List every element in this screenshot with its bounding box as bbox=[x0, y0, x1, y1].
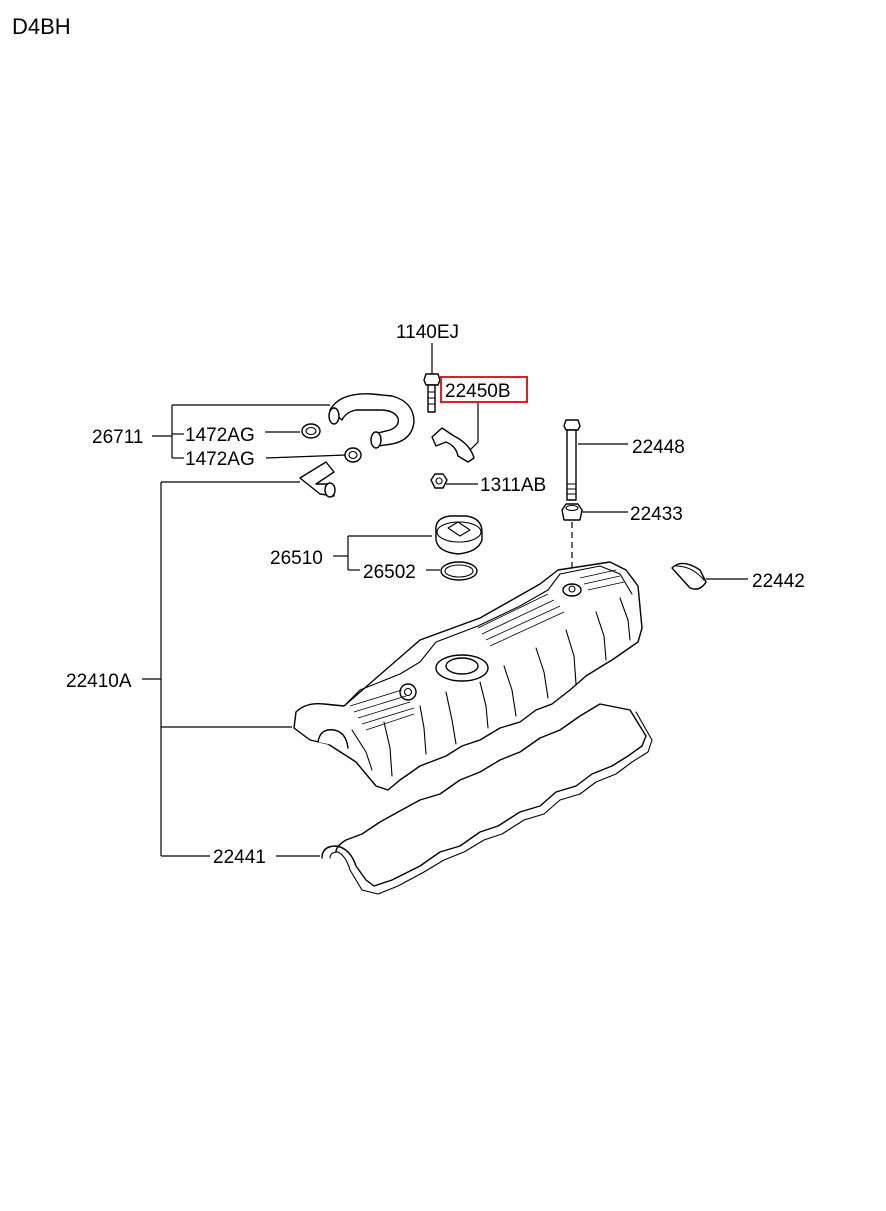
label-26711: 26711 bbox=[92, 427, 143, 448]
cover-gasket-icon bbox=[321, 703, 653, 895]
hose-clamp-lower-icon bbox=[344, 447, 362, 463]
label-1311ab: 1311AB bbox=[480, 475, 546, 496]
label-26502: 26502 bbox=[363, 562, 416, 583]
rocker-cover-icon bbox=[293, 561, 643, 791]
label-1472ag-lower: 1472AG bbox=[185, 449, 255, 470]
bolt-22448-icon bbox=[563, 419, 581, 501]
label-26510: 26510 bbox=[270, 548, 323, 569]
label-22450b[interactable]: 22450B bbox=[445, 381, 511, 402]
label-22410a: 22410A bbox=[66, 671, 132, 692]
oil-filler-cap-icon bbox=[435, 515, 483, 555]
label-1140ej: 1140EJ bbox=[396, 322, 459, 343]
hose-clamp-upper-icon bbox=[301, 423, 321, 439]
washer-22433-icon bbox=[561, 503, 583, 521]
label-1472ag-upper: 1472AG bbox=[185, 425, 255, 446]
breather-hose-icon bbox=[328, 393, 415, 449]
breather-pipe-icon bbox=[299, 461, 336, 498]
bracket-22450b-icon bbox=[431, 427, 475, 463]
leader-lines bbox=[142, 343, 748, 857]
seal-ring-icon bbox=[440, 561, 478, 581]
label-22441: 22441 bbox=[213, 847, 266, 868]
plug-22442-icon bbox=[671, 562, 707, 590]
highlight-box-22450b bbox=[440, 376, 528, 403]
label-22442: 22442 bbox=[752, 571, 805, 592]
label-22433: 22433 bbox=[630, 504, 683, 525]
label-22448: 22448 bbox=[632, 437, 685, 458]
bolt-1140ej-icon bbox=[423, 373, 441, 413]
diagram-title: D4BH bbox=[12, 14, 71, 39]
nut-1311ab-icon bbox=[430, 473, 448, 489]
